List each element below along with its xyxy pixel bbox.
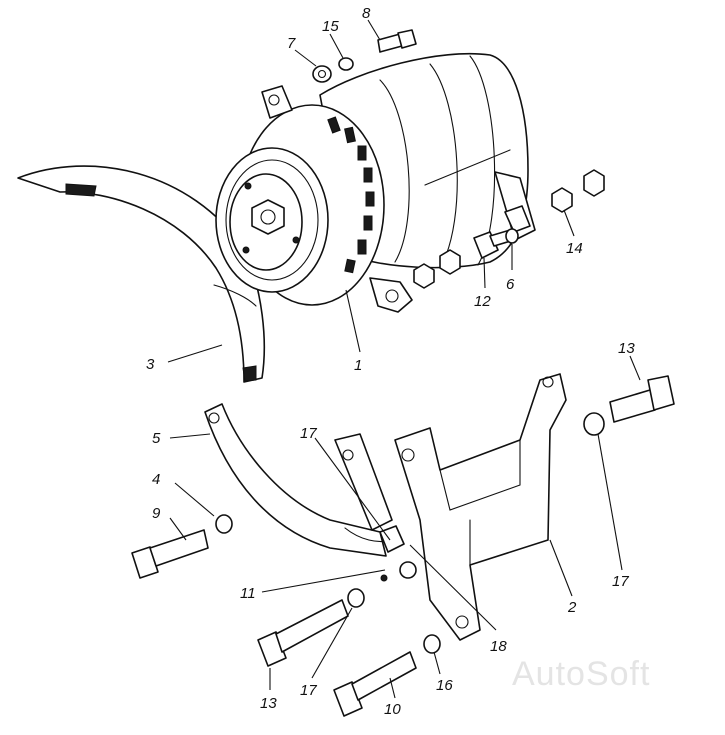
label-11: 11 [240, 585, 256, 602]
washer-15 [338, 57, 354, 71]
label-18: 18 [490, 638, 507, 655]
label-13-upper: 13 [618, 340, 635, 357]
label-13-lower: 13 [260, 695, 277, 712]
bolt-13-upper [609, 375, 675, 423]
label-6: 6 [506, 276, 515, 293]
leader-lines [167, 19, 641, 699]
nut-7 [312, 65, 332, 83]
alternator [215, 52, 536, 313]
label-16: 16 [436, 677, 453, 694]
label-14: 14 [566, 240, 583, 257]
label-9: 9 [152, 505, 161, 522]
label-8: 8 [362, 5, 371, 22]
label-1: 1 [354, 357, 362, 374]
bolt-9 [131, 529, 209, 579]
washer-17-middle [347, 588, 365, 608]
bolt-8 [377, 29, 417, 53]
nut-18 [380, 561, 417, 582]
label-4: 4 [152, 471, 160, 488]
washer-16 [423, 634, 441, 654]
label-17-right: 17 [612, 573, 629, 590]
bolt-13-lower [257, 599, 349, 667]
label-17-middle: 17 [300, 682, 317, 699]
nuts-14 [551, 169, 605, 213]
bolt-10 [333, 651, 417, 717]
label-12: 12 [474, 293, 491, 310]
part-numbers: 7 15 8 14 6 12 1 3 5 4 9 17 11 18 2 17 1… [146, 5, 635, 718]
label-2: 2 [567, 599, 577, 616]
label-7: 7 [287, 35, 296, 52]
belt-guard-shield [17, 165, 266, 383]
watermark: AutoSoft [512, 655, 650, 693]
washer-4 [215, 514, 233, 534]
adjusting-strap [204, 403, 393, 557]
label-10: 10 [384, 701, 401, 718]
nuts-under-alternator [413, 249, 461, 289]
mounting-bracket [394, 373, 567, 641]
label-15: 15 [322, 18, 339, 35]
label-5: 5 [152, 430, 161, 447]
label-3: 3 [146, 356, 155, 373]
label-17-top: 17 [300, 425, 317, 442]
bolt-11 [379, 525, 405, 553]
washer-17-right [583, 412, 605, 436]
washer-6 [505, 228, 519, 244]
